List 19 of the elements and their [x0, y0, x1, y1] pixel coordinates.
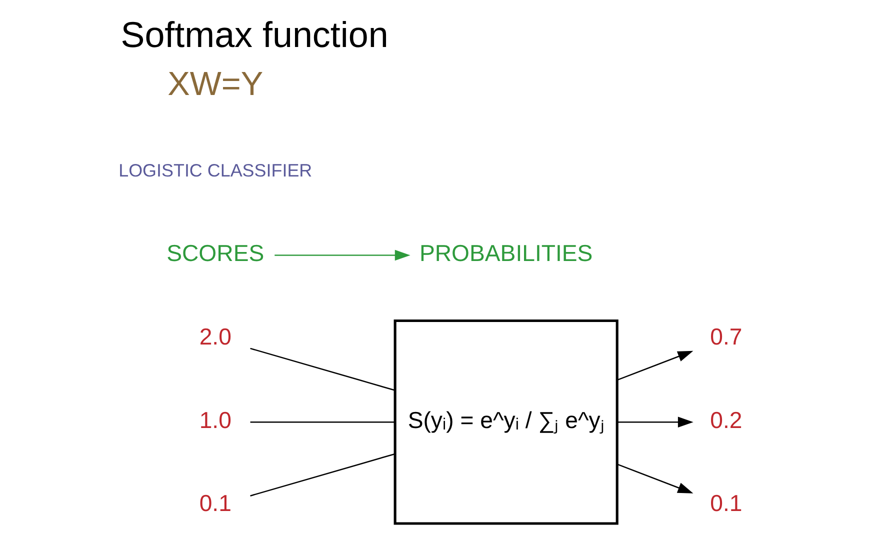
connector — [250, 453, 395, 496]
node-text: PROBABILITIES — [419, 240, 593, 266]
node-text: 2.0 — [199, 323, 232, 350]
label: LOGISTIC CLASSIFIER — [118, 160, 312, 181]
node-text: 0.7 — [710, 323, 742, 350]
node-box: S(yᵢ) = e^yᵢ / ∑ⱼ e^yⱼ — [394, 319, 618, 525]
node-text: 0.1 — [710, 490, 742, 516]
arrow — [617, 416, 694, 428]
diagram-title: Softmax function — [120, 14, 388, 56]
node-text: SCORES — [166, 240, 264, 266]
connector — [250, 348, 395, 391]
arrow — [617, 350, 694, 381]
node-text: 0.2 — [710, 406, 742, 433]
node-text: 0.1 — [199, 490, 232, 516]
connector — [250, 421, 395, 423]
arrow — [617, 464, 694, 494]
node-text: 1.0 — [199, 406, 232, 433]
arrow — [274, 250, 410, 261]
label: XW=Y — [168, 66, 264, 104]
